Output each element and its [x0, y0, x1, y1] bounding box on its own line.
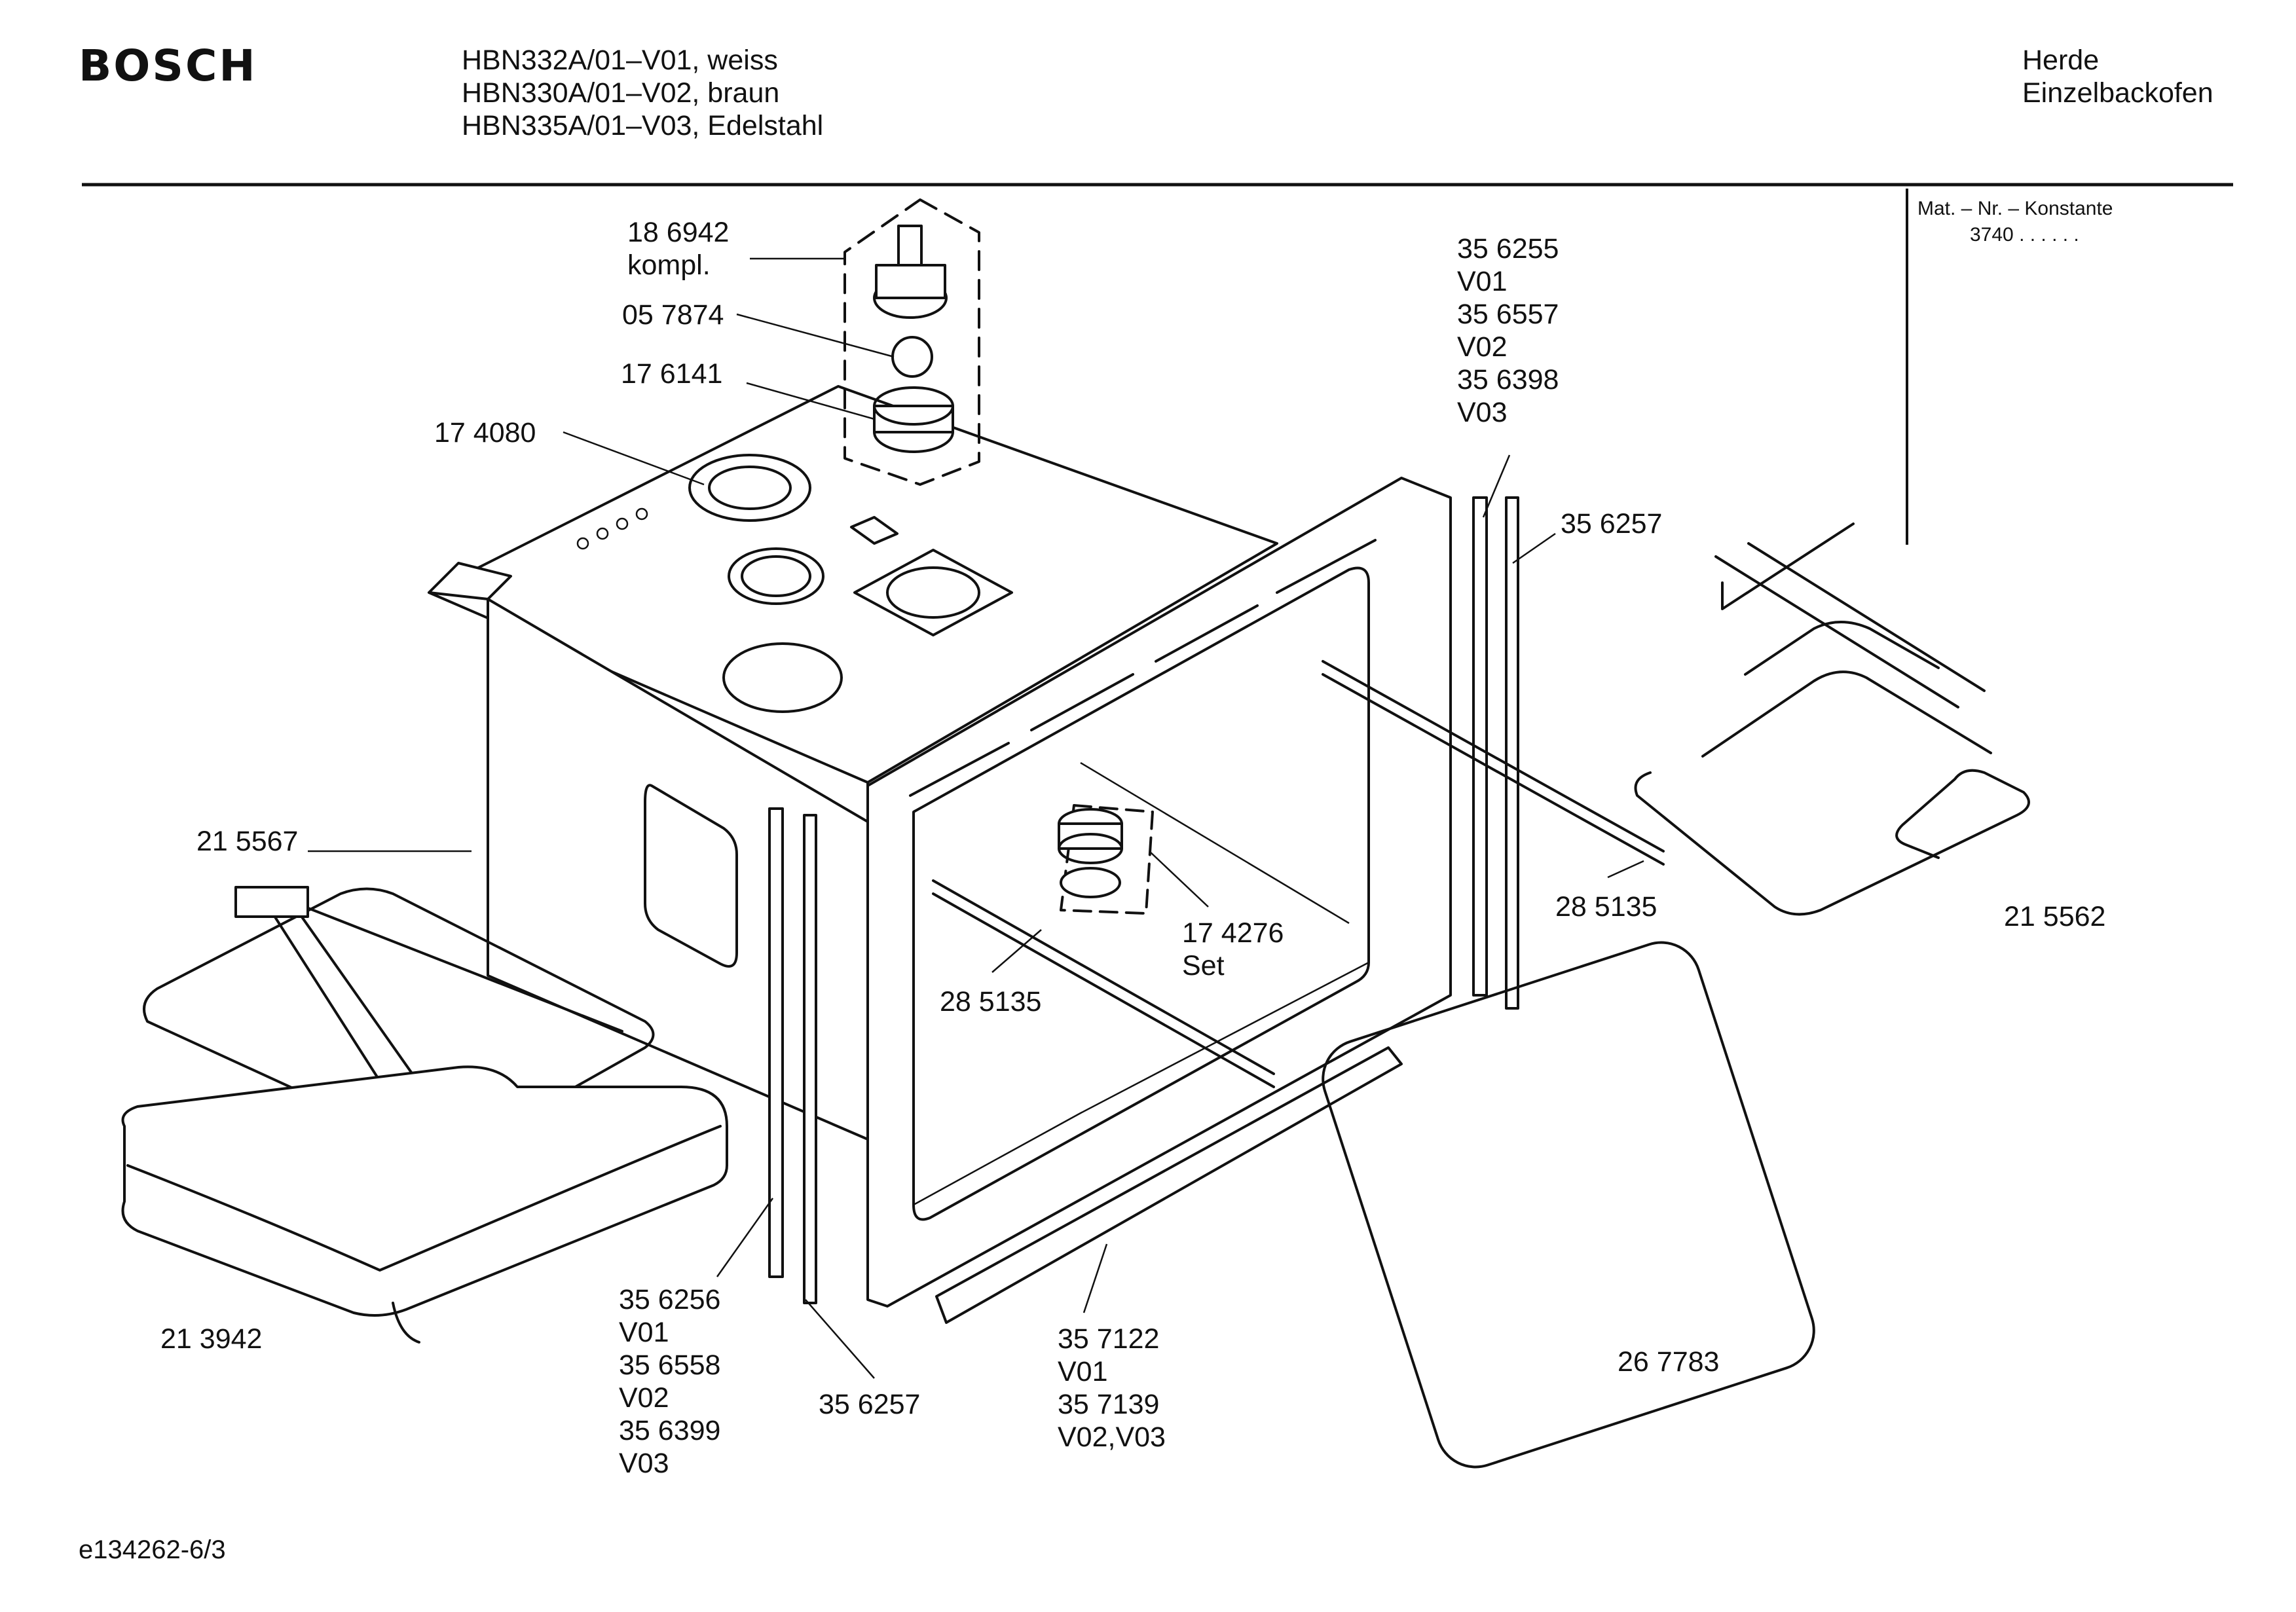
part-label: 35 6257 — [1561, 508, 1663, 540]
part-label: 21 3942 — [160, 1323, 263, 1355]
part-label: 05 7874 — [622, 299, 724, 331]
inner-lamp-set — [1058, 804, 1154, 915]
konstante-label: Mat. – Nr. – Konstante — [1917, 198, 2113, 219]
part-label: 17 6141 — [621, 358, 723, 390]
part-label: 28 5135 — [940, 986, 1042, 1017]
part-label: 17 4080 — [434, 417, 536, 449]
model-line-3: HBN335A/01–V03, Edelstahl — [462, 110, 824, 141]
leader-lines — [308, 257, 1644, 1379]
side-rails — [768, 496, 1665, 1324]
part-label: 26 7783 — [1618, 1346, 1720, 1378]
part-label: 28 5135 — [1555, 891, 1657, 923]
category-line-1: Herde — [2022, 45, 2100, 76]
document-number: e134262-6/3 — [79, 1535, 226, 1564]
part-label: 21 5562 — [2004, 901, 2106, 932]
brand-logo: BOSCH — [79, 41, 257, 91]
insulation-mat — [121, 1065, 728, 1344]
lamp-assembly — [688, 198, 980, 522]
part-label: 21 5567 — [196, 826, 299, 857]
door-seal — [1322, 941, 1815, 1469]
konstante-value: 3740 . . . . . . — [1970, 224, 2079, 246]
category-line-2: Einzelbackofen — [2022, 77, 2213, 109]
model-line-2: HBN330A/01–V02, braun — [462, 77, 780, 109]
model-line-1: HBN332A/01–V01, weiss — [462, 45, 778, 76]
heating-element-top — [1634, 522, 2030, 916]
part-label: 35 6257 — [819, 1389, 921, 1420]
